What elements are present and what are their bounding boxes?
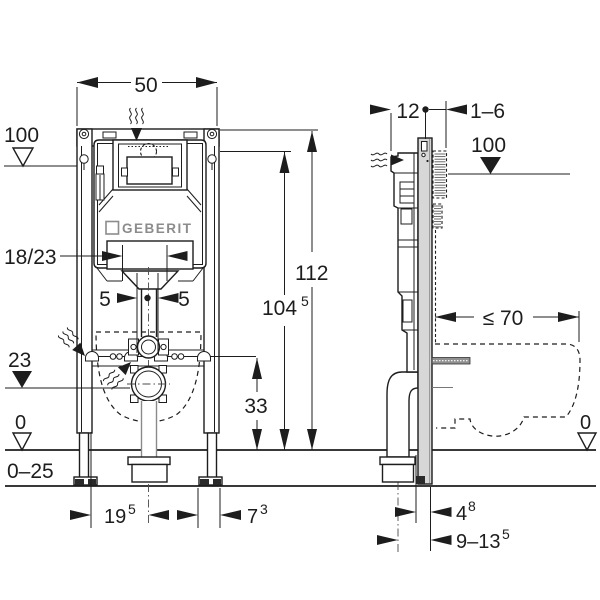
frame-feet [73,432,223,486]
dim-depth-12: 12 [370,100,446,151]
mounting-rail [416,137,433,485]
floor-lines [5,449,596,487]
dim-width-label: 50 [134,74,157,97]
top-slot-right [183,131,198,139]
rail-foot [416,476,425,484]
top-slot-left [102,131,117,139]
dim-wall-1-6: 1–6 [445,100,505,148]
service-window [126,156,173,185]
dim-7-label: 7 [247,506,258,528]
dim-104-sup: 5 [301,293,309,309]
drain-pipe [127,401,171,483]
wall-anchor-right [207,154,217,164]
cistern-profile [390,152,419,373]
concealed-cistern: GEBERIT [93,139,207,290]
level-100-side-label: 100 [471,134,506,157]
level-0-side: 0 [576,412,598,452]
fixing-lug [85,351,99,362]
water-flow-arrow-inner [102,362,131,390]
wc-pan-outline-side [435,343,581,437]
dim-112-label: 112 [295,262,328,285]
dim-7-3: 7 3 [177,488,268,528]
level-0-front-label: 0 [15,412,26,434]
frame-left-rail [76,128,93,434]
dim-7-sup: 3 [260,501,268,517]
foot-right [206,432,218,479]
dim-1-6-label: 1–6 [470,100,505,123]
level-marker-open [11,147,35,168]
dim-18-23: 18/23 [4,245,188,281]
dim-4-label: 4 [456,503,467,525]
dim-9-13-label: 9–13 [456,531,501,553]
outlet-box-flange [127,456,171,466]
actuator-plate-zone [432,150,448,229]
side-view: 12 1–6 100 ≤ 70 0 [370,100,598,553]
dim-9-13-5: 9–13 5 [377,526,510,553]
dim-5-right-label: 5 [178,288,190,311]
level-marker-filled [12,371,32,388]
dim-4-sup: 8 [468,498,476,514]
dim-33-label: 33 [244,395,267,418]
level-0-side-label: 0 [580,412,591,434]
outlet-box-side [381,463,415,483]
geberit-logo-square [105,220,120,235]
drain-elbow [379,371,419,483]
wall-anchor-left [79,154,89,164]
level-23-label: 23 [8,349,31,372]
dim-width-50: 50 [76,74,218,126]
front-view: GEBERIT [4,74,328,528]
dim-104-5: 104 5 [262,152,309,450]
dim-12-label: 12 [396,100,419,123]
fixing-lug [197,351,211,362]
dim-9-13-sup: 5 [502,526,510,542]
level-marker-filled [480,157,501,174]
level-marker-open [576,432,598,452]
dim-19-sup: 5 [128,501,136,517]
geberit-logo-text: GEBERIT [122,221,193,236]
dim-pan-depth-70: ≤ 70 [435,307,580,342]
dim-104-label: 104 [262,297,297,320]
dim-5-left-label: 5 [99,288,111,311]
dim-19-label: 19 [104,506,126,528]
flush-funnel [120,270,180,290]
flush-bend [128,335,169,359]
outlet-box [131,463,168,483]
dim-5-5: 5 5 [99,273,190,353]
outlet-box-flange-side [379,456,416,466]
dim-19-5: 19 5 [70,432,169,528]
wall-bracket-zone [432,203,443,229]
water-flow-arrow-left [57,327,85,356]
threaded-rod [431,357,471,365]
level-0-front: 0 [11,412,33,452]
flush-pipe [140,289,158,337]
level-100-front: 100 [4,124,77,168]
fill-valve [96,165,104,175]
water-supply-arrow-top [129,107,144,141]
dim-112: 112 [295,131,328,450]
level-100-side: 100 [448,134,570,175]
dim-18-23-label: 18/23 [4,246,57,269]
foot-left [78,432,90,479]
level-100-front-label: 100 [4,124,39,147]
dim-70-label: ≤ 70 [483,307,524,330]
dim-33: 33 [244,358,268,450]
floor-range-label: 0–25 [7,460,54,483]
dim-4-8: 4 8 [395,455,476,551]
drain-outlet [127,365,170,403]
level-marker-open [11,432,33,452]
water-supply-arrow-side [370,152,404,168]
mounting-row [85,349,256,367]
level-23: 23 [5,349,130,389]
